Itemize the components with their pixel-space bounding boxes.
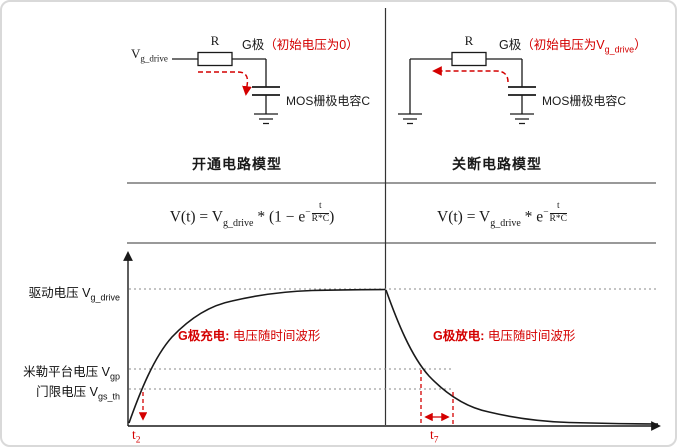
charge-curve — [128, 288, 386, 424]
drive-voltage-label: 驱动电压 Vg_drive — [6, 282, 120, 303]
miller-voltage-sub: gp — [109, 371, 120, 382]
exp-denominator: R*C — [549, 213, 567, 224]
threshold-voltage-sub: gs_th — [97, 391, 120, 402]
note-post: ） — [634, 38, 647, 52]
note-pre: （初始电压为V — [521, 38, 605, 52]
exp-sign: − — [543, 207, 549, 218]
t7-sub: 7 — [433, 435, 439, 446]
resistor-symbol — [451, 51, 487, 67]
gate-label-left: G极（初始电压为0） — [242, 34, 359, 53]
drive-voltage-text: 驱动电压 V — [28, 286, 91, 300]
capacitor-label-left: MOS栅极电容C — [286, 94, 371, 108]
charge-annotation: G极充电: 电压随时间波形 — [178, 325, 320, 344]
exp-sign: − — [305, 207, 311, 218]
t7-label: t7 — [430, 427, 439, 446]
vgdrive-source-v: V — [131, 46, 141, 61]
discharge-annotation: G极放电: 电压随时间波形 — [433, 325, 575, 344]
resistor-label-right: R — [464, 33, 474, 48]
t2-label: t2 — [132, 427, 141, 446]
formula-lhs: V(t) = V — [169, 208, 223, 226]
exp-denominator: R*C — [311, 213, 330, 224]
miller-voltage-text: 米勒平台电压 V — [23, 365, 110, 379]
capacitor-label-right: MOS栅极电容C — [542, 94, 627, 108]
turn-on-current-arrow — [198, 71, 252, 96]
formula-lhs-sub: g_drive — [490, 217, 521, 229]
t2-sub: 2 — [135, 435, 141, 446]
t2-base: t — [132, 427, 136, 442]
formula-mid: * e — [520, 208, 544, 226]
formula-lhs: V(t) = V — [437, 208, 491, 226]
exp-numerator: t — [549, 201, 567, 214]
resistor-symbol — [197, 51, 233, 67]
turn-off-current-arrow — [432, 66, 509, 83]
turn-on-model-title: 开通电路模型 — [192, 156, 282, 172]
ground-symbol — [254, 113, 278, 125]
gate-name: G极 — [242, 38, 265, 52]
turn-off-model-title: 关断电路模型 — [452, 156, 542, 172]
exp-numerator: t — [311, 201, 330, 214]
discharge-curve — [385, 289, 659, 425]
discharge-annotation-bold: G极放电: — [433, 329, 485, 343]
threshold-voltage-text: 门限电压 V — [36, 385, 98, 399]
gate-name: G极 — [499, 38, 522, 52]
note-sub: g_drive — [604, 44, 635, 55]
formula-close: ) — [329, 208, 335, 226]
drive-voltage-sub: g_drive — [90, 292, 120, 303]
formula-lhs-sub: g_drive — [222, 217, 254, 229]
miller-voltage-label: 米勒平台电压 Vgp — [6, 361, 120, 382]
charge-annotation-bold: G极充电: — [178, 329, 230, 343]
ground-symbol — [398, 113, 422, 125]
vgdrive-source-sub: g_drive — [140, 53, 168, 64]
vgdrive-source-label: Vg_drive — [131, 46, 168, 64]
turn-on-circuit — [172, 51, 280, 125]
formula-mid: * (1 − e — [253, 208, 306, 226]
discharge-annotation-rest: 电压随时间波形 — [484, 329, 576, 343]
charge-annotation-rest: 电压随时间波形 — [229, 329, 321, 343]
resistor-label-left: R — [210, 33, 220, 48]
turn-off-circuit — [398, 51, 536, 125]
ground-symbol — [510, 113, 534, 125]
threshold-voltage-label: 门限电压 Vgs_th — [6, 381, 120, 402]
t7-base: t — [430, 427, 434, 442]
gate-initial-voltage-note: （初始电压为0） — [264, 38, 359, 52]
gate-initial-voltage-note: （初始电压为Vg_drive） — [521, 38, 647, 55]
gate-label-right: G极（初始电压为Vg_drive） — [499, 34, 647, 55]
